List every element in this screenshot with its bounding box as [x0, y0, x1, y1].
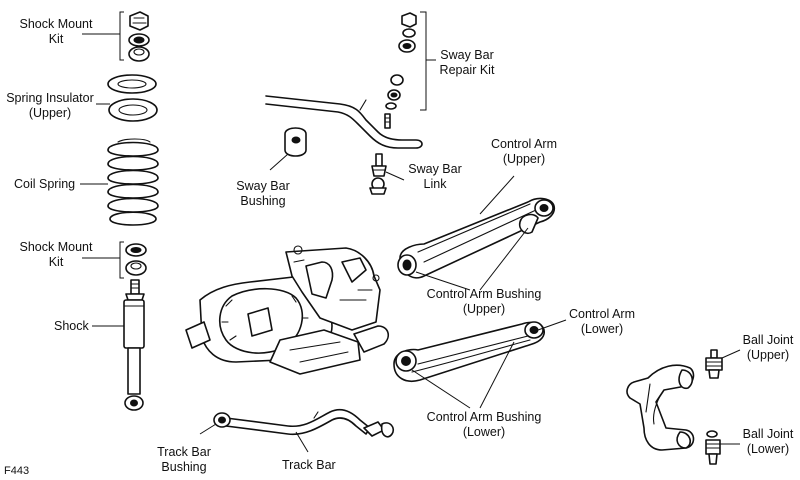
label-line: Kit: [48, 255, 64, 269]
spring-insulator-part: [96, 74, 158, 122]
label-line: Track Bar: [157, 445, 211, 459]
control-arm-lower-part: [393, 319, 567, 409]
label-line: Sway Bar: [440, 48, 494, 62]
label-line: Spring Insulator: [6, 91, 94, 105]
label-line: Track Bar: [282, 458, 336, 472]
label-ball-joint-upper: Ball Joint (Upper): [736, 333, 800, 363]
label-line: (Upper): [28, 106, 72, 120]
label-line: Coil Spring: [14, 177, 76, 191]
label-sway-bar-link: Sway Bar Link: [402, 162, 468, 192]
label-control-arm-bushing-upper: Control Arm Bushing (Upper): [418, 287, 550, 317]
label-line: (Lower): [462, 425, 506, 439]
label-line: Sway Bar: [236, 179, 290, 193]
track-bar-part: [199, 408, 395, 453]
label-sway-bar-repair-kit: Sway Bar Repair Kit: [432, 48, 502, 78]
label-line: Bushing: [240, 194, 286, 208]
ball-joint-upper-part: [705, 349, 741, 379]
shock-part: [92, 279, 145, 411]
label-line: (Upper): [502, 152, 546, 166]
label-line: (Upper): [746, 348, 790, 362]
label-shock-mount-kit-lower: Shock Mount Kit: [14, 240, 98, 270]
label-shock-mount-kit-upper: Shock Mount Kit: [14, 17, 98, 47]
label-line: (Upper): [462, 302, 506, 316]
shock-mount-kit-lower-part: [82, 241, 147, 279]
label-control-arm-bushing-lower: Control Arm Bushing (Lower): [418, 410, 550, 440]
label-line: Control Arm Bushing: [426, 287, 542, 301]
label-track-bar-bushing: Track Bar Bushing: [150, 445, 218, 475]
label-coil-spring: Coil Spring: [14, 177, 75, 192]
label-line: Sway Bar: [408, 162, 462, 176]
label-line: Control Arm Bushing: [426, 410, 542, 424]
label-line: Repair Kit: [439, 63, 495, 77]
label-line: Ball Joint: [742, 333, 794, 347]
control-arm-upper-part: [397, 175, 556, 291]
label-line: Ball Joint: [742, 427, 794, 441]
label-line: Link: [423, 177, 447, 191]
sway-bar-link-part: [369, 153, 405, 195]
label-control-arm-lower: Control Arm (Lower): [562, 307, 642, 337]
sway-bar-repair-kit-part: [384, 11, 436, 129]
label-line: Shock Mount: [19, 17, 93, 31]
axle-assembly-part: [185, 245, 390, 375]
label-line: Shock Mount: [19, 240, 93, 254]
label-line: Kit: [48, 32, 64, 46]
steering-knuckle-part: [626, 364, 695, 451]
label-shock: Shock: [54, 319, 89, 334]
shock-mount-kit-upper-part: [82, 11, 150, 62]
sway-bar-part: [265, 95, 423, 149]
figure-code: F443: [4, 465, 30, 477]
coil-spring-part: [80, 138, 159, 226]
label-line: Control Arm: [569, 307, 635, 321]
ball-joint-lower-part: [705, 430, 740, 465]
label-line: (Lower): [580, 322, 624, 336]
sway-bar-bushing-part: [269, 127, 307, 171]
label-sway-bar-bushing: Sway Bar Bushing: [228, 179, 298, 209]
label-line: Shock: [54, 319, 89, 333]
label-control-arm-upper: Control Arm (Upper): [484, 137, 564, 167]
label-line: (Lower): [746, 442, 790, 456]
label-track-bar: Track Bar: [282, 458, 336, 473]
label-ball-joint-lower: Ball Joint (Lower): [736, 427, 800, 457]
label-line: Control Arm: [491, 137, 557, 151]
label-line: Bushing: [161, 460, 207, 474]
label-spring-insulator-upper: Spring Insulator (Upper): [2, 91, 98, 121]
